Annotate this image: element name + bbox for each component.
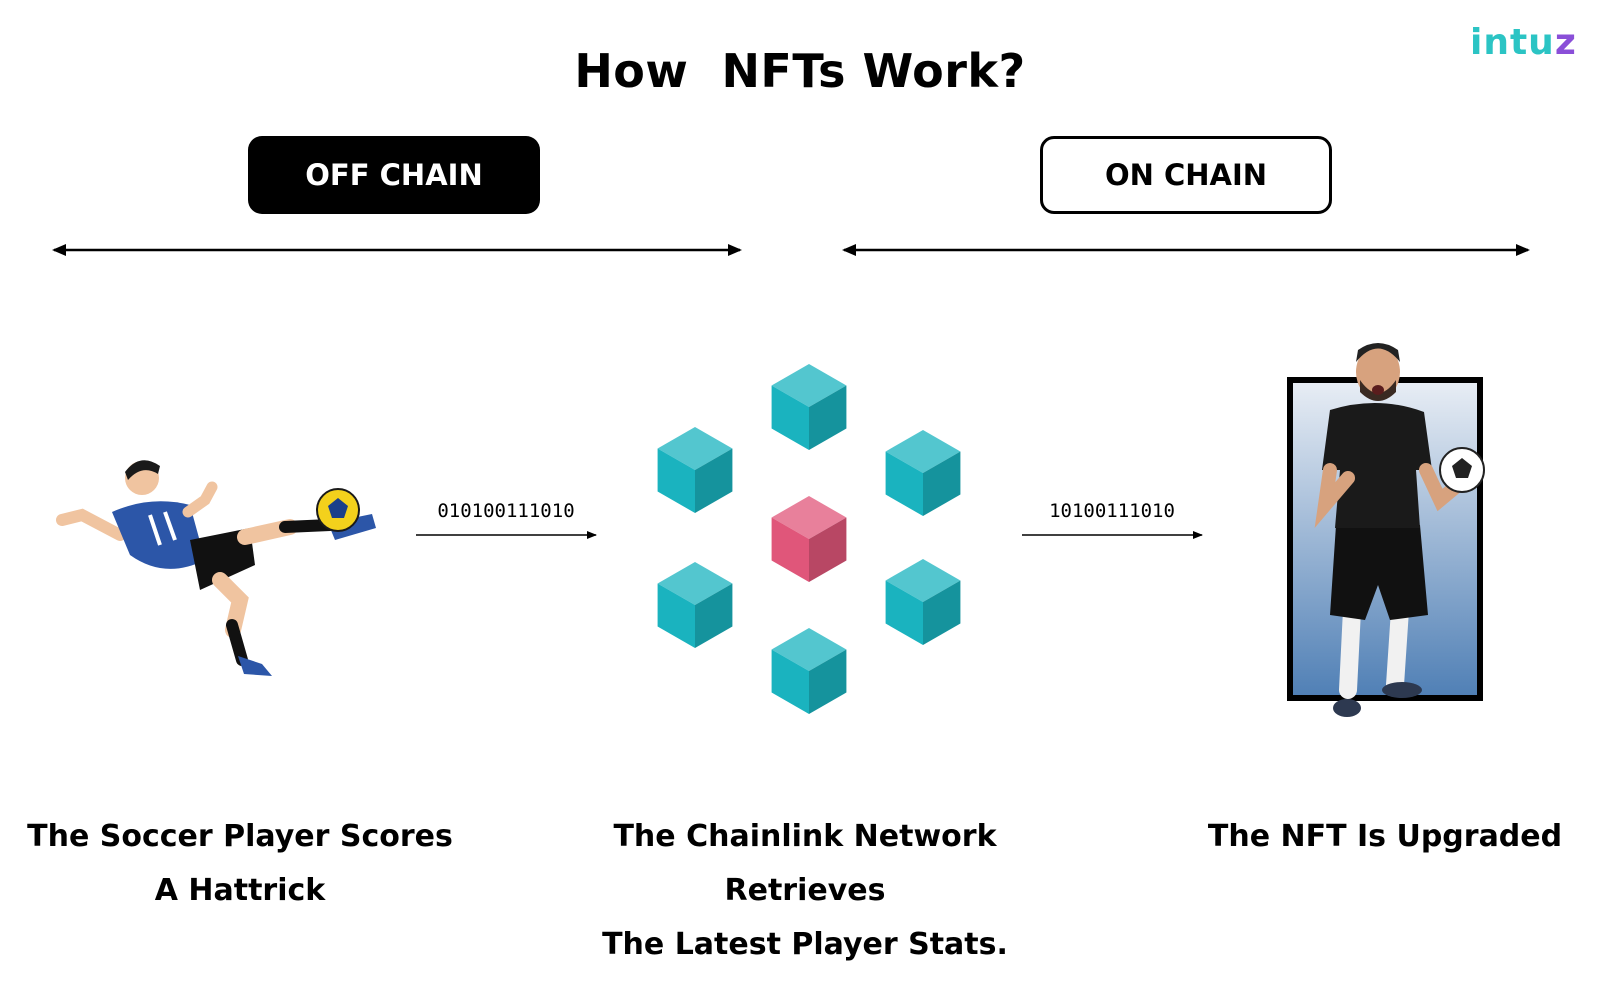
caption-middle: The Chainlink Network Retrieves The Late…	[530, 810, 1080, 972]
bits-label-right: 10100111010	[1049, 500, 1175, 522]
cube-lower-right	[885, 559, 961, 645]
page-title: How NFTs Work?	[574, 44, 1026, 98]
chainlink-network-cubes	[657, 364, 961, 714]
caption-middle-line-2: The Latest Player Stats.	[602, 927, 1008, 962]
caption-right: The NFT Is Upgraded	[1190, 810, 1580, 864]
cube-bottom	[771, 628, 847, 714]
caption-left: The Soccer Player Scores A Hattrick	[20, 810, 460, 918]
caption-middle-line-1: The Chainlink Network Retrieves	[613, 819, 997, 908]
bits-label-left: 010100111010	[437, 500, 575, 522]
cube-lower-left	[657, 562, 733, 648]
caption-right-line-1: The NFT Is Upgraded	[1207, 819, 1563, 854]
intuz-logo: intuz	[1470, 22, 1585, 72]
soccer-player-photo	[1287, 343, 1485, 717]
caption-left-line-2: A Hattrick	[154, 873, 326, 908]
on-chain-label: ON CHAIN	[1040, 136, 1332, 214]
cube-upper-right	[885, 430, 961, 516]
cube-top	[771, 364, 847, 450]
off-chain-label: OFF CHAIN	[248, 136, 540, 214]
cube-upper-left	[657, 427, 733, 513]
logo-text-accent: z	[1554, 22, 1577, 63]
caption-left-line-1: The Soccer Player Scores	[27, 819, 453, 854]
soccer-kick-illustration	[56, 460, 376, 676]
cube-center	[771, 496, 847, 582]
logo-text-main: intu	[1470, 22, 1555, 63]
